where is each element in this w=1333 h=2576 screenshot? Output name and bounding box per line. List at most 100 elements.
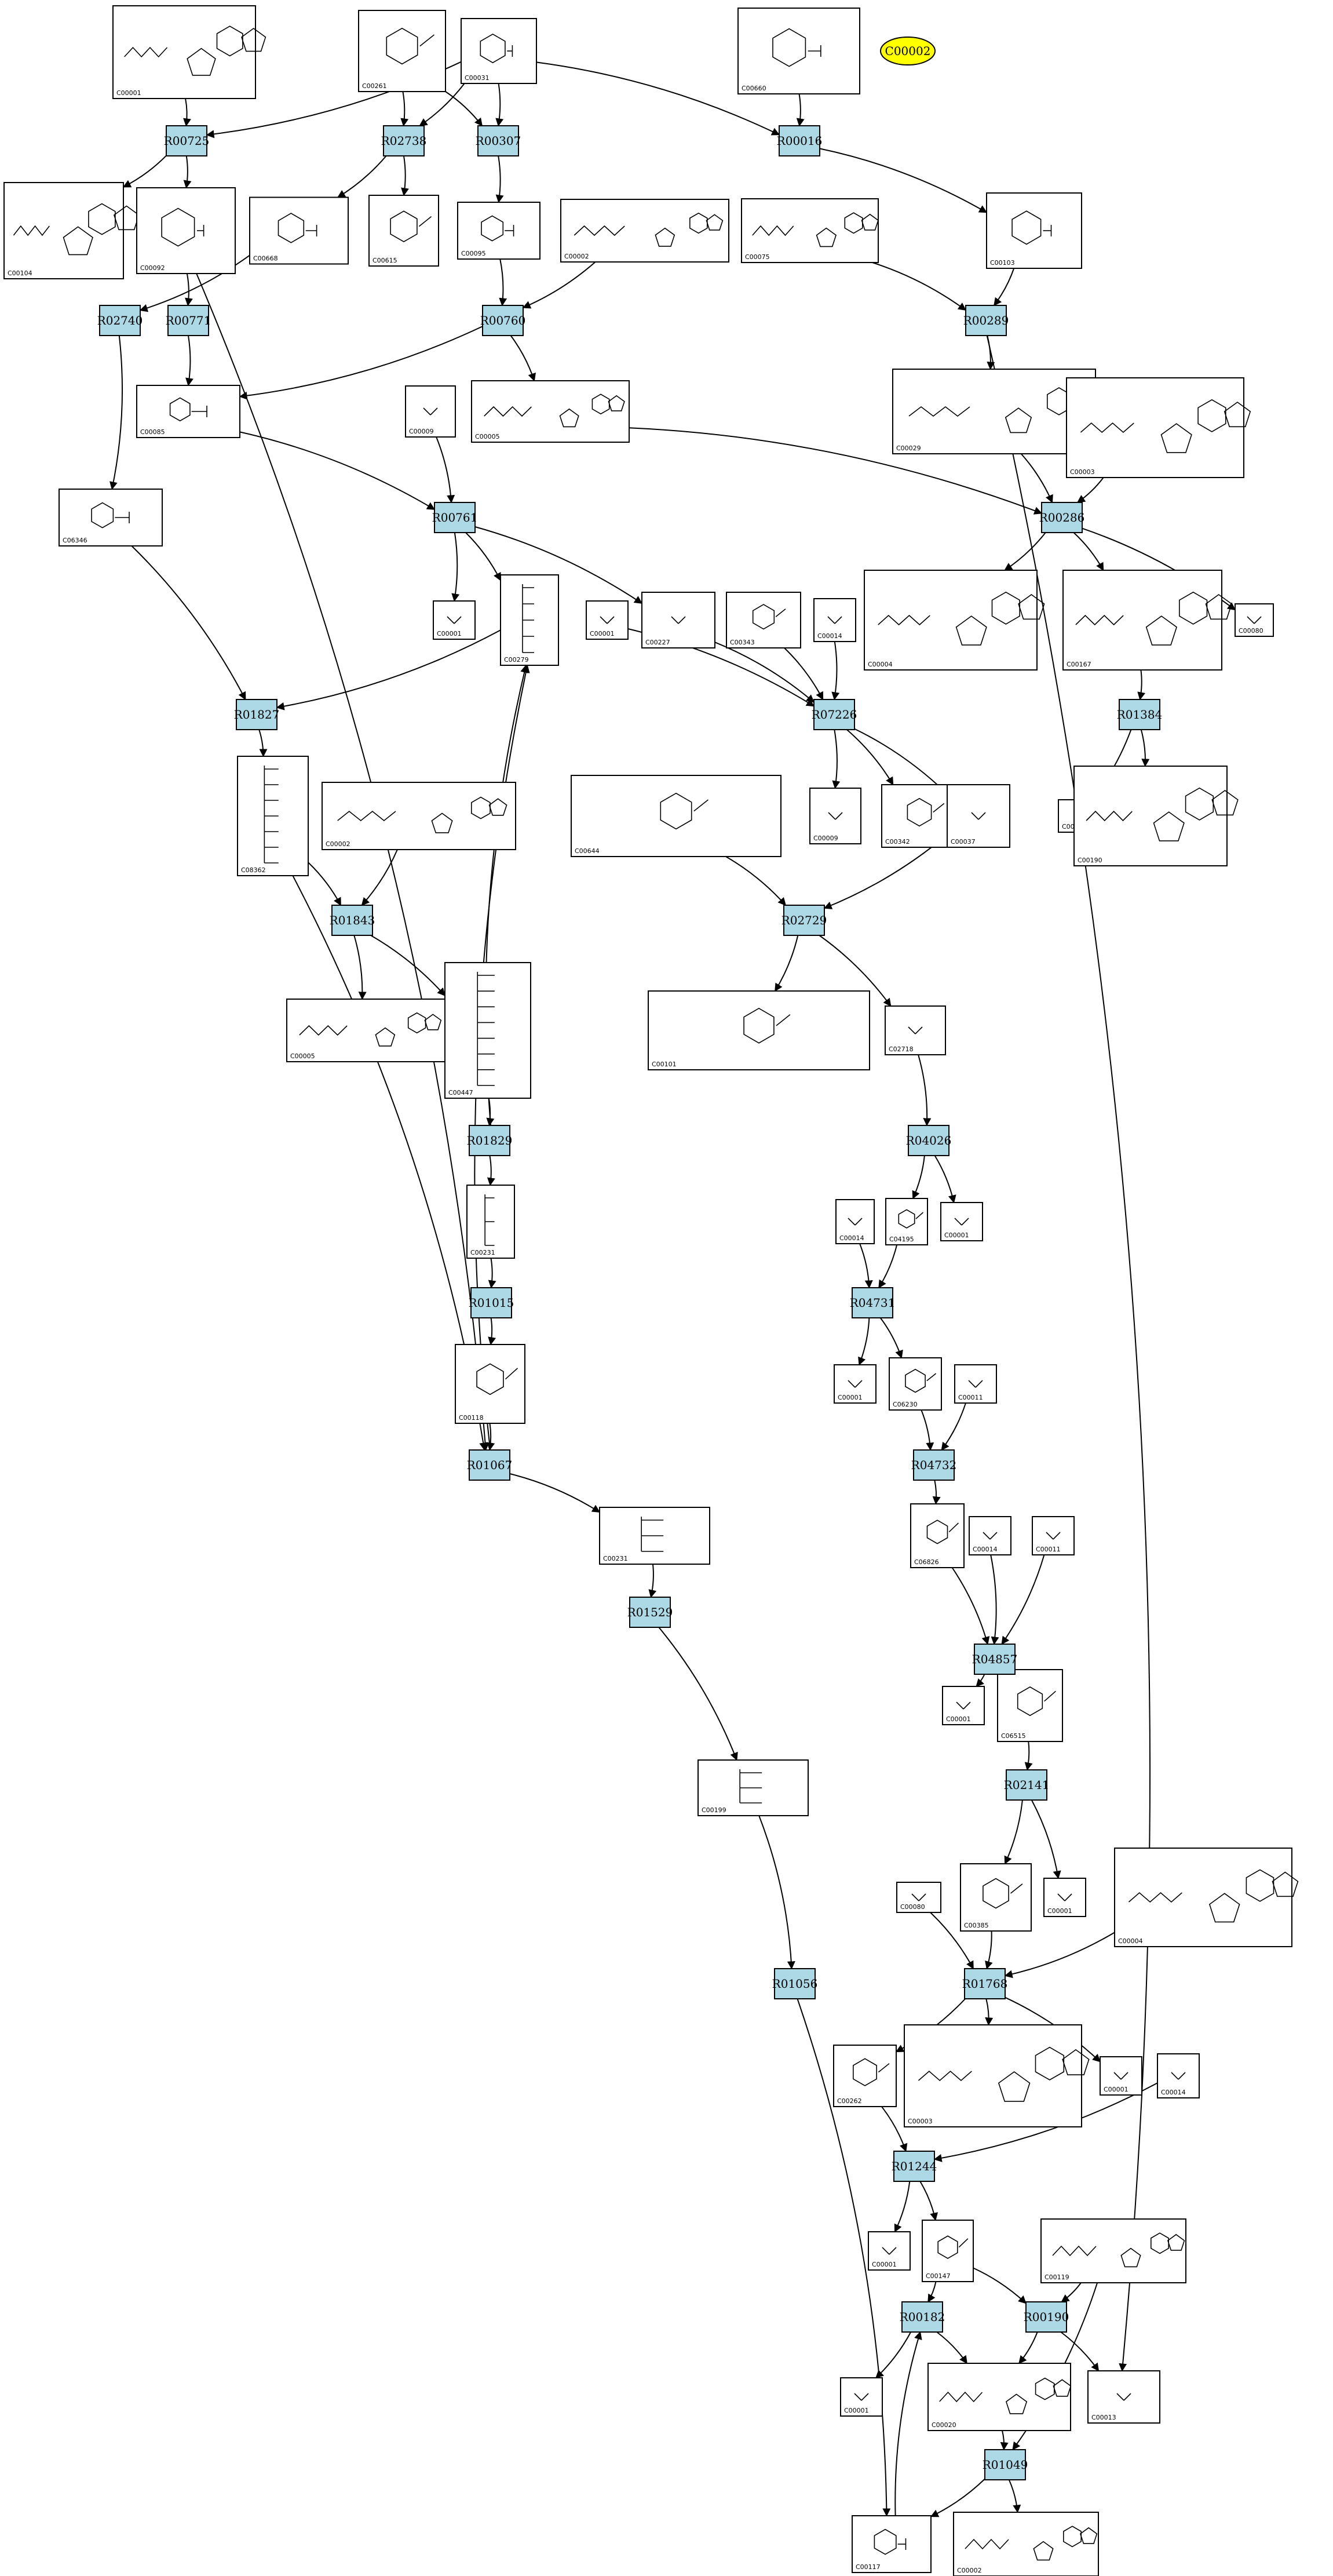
reaction-node[interactable]: R00182 (900, 2301, 945, 2333)
compound-node[interactable]: C00199 (697, 1759, 809, 1816)
compound-node[interactable]: C00003 (904, 2024, 1090, 2127)
reaction-node[interactable]: R02729 (781, 905, 827, 936)
compound-node[interactable]: C00262 (833, 2045, 897, 2107)
reaction-node[interactable]: R04732 (911, 1449, 957, 1481)
compound-node[interactable]: C00009 (809, 788, 861, 844)
compound-node[interactable]: C00080 (1235, 603, 1274, 637)
compound-node[interactable]: C00261 (358, 10, 446, 92)
compound-node[interactable]: C00003 (1066, 377, 1251, 478)
compound-node[interactable]: C00001 (112, 5, 266, 99)
compound-node[interactable]: C00660 (737, 8, 860, 94)
compound-node[interactable]: C00004 (1114, 1848, 1299, 1947)
compound-node[interactable]: C00001 (1043, 1878, 1086, 1917)
compound-node[interactable]: C00104 (3, 182, 140, 279)
compound-node[interactable]: C00279 (500, 574, 559, 666)
reaction-node[interactable]: R07226 (812, 699, 857, 730)
reaction-node[interactable]: R01827 (234, 699, 280, 730)
compound-node[interactable]: C04195 (885, 1198, 928, 1245)
compound-node[interactable]: C00080 (896, 1882, 941, 1913)
reaction-node[interactable]: R01015 (469, 1287, 514, 1318)
compound-node[interactable]: C00014 (835, 1199, 875, 1244)
reaction-node[interactable]: R00771 (166, 305, 211, 336)
reaction-node[interactable]: R00760 (480, 305, 526, 336)
reaction-node[interactable]: R01768 (962, 1968, 1008, 1999)
reaction-node[interactable]: R02141 (1004, 1769, 1050, 1801)
reaction-node[interactable]: R00307 (476, 125, 521, 156)
compound-node[interactable]: C00118 (455, 1344, 525, 1424)
compound-node[interactable]: C00231 (466, 1185, 515, 1259)
reaction-node[interactable]: R00725 (164, 125, 210, 156)
compound-node[interactable]: C00085 (136, 385, 240, 438)
compound-node[interactable]: C00227 (641, 592, 715, 648)
compound-node[interactable]: C00029 (892, 369, 1096, 454)
compound-node[interactable]: C00001 (1100, 2056, 1142, 2096)
compound-node[interactable]: C00009 (405, 385, 456, 438)
compound-node[interactable]: C00002 (560, 199, 729, 263)
compound-node[interactable]: C00103 (986, 192, 1082, 269)
compound-node[interactable]: C00011 (1032, 1516, 1075, 1555)
compound-node[interactable]: C00001 (586, 600, 629, 640)
compound-node[interactable]: C06346 (59, 489, 163, 546)
compound-node[interactable]: C00615 (368, 195, 439, 267)
compound-node[interactable]: C00013 (1087, 2370, 1160, 2424)
reaction-node[interactable]: R01049 (983, 2449, 1028, 2480)
compound-node[interactable]: C00001 (942, 1686, 985, 1725)
compound-node[interactable]: C00014 (1157, 2053, 1200, 2098)
reaction-node[interactable]: R00016 (777, 125, 823, 156)
reaction-node[interactable]: R01843 (330, 905, 375, 936)
compound-node[interactable]: C00014 (969, 1516, 1011, 1555)
compound-node[interactable]: C00447 (444, 962, 531, 1099)
compound-node[interactable]: C00001 (940, 1202, 983, 1241)
compound-node[interactable]: C00385 (960, 1863, 1032, 1932)
compound-node[interactable]: C00011 (954, 1364, 997, 1404)
reaction-node[interactable]: R00190 (1024, 2301, 1069, 2333)
reaction-node[interactable]: R04026 (906, 1125, 952, 1156)
compound-node[interactable]: C00668 (249, 196, 349, 265)
compound-node[interactable]: C06826 (910, 1503, 965, 1568)
compound-node[interactable]: C00092 (136, 187, 236, 274)
reaction-node[interactable]: R02738 (381, 125, 427, 156)
compound-node[interactable]: C00167 (1062, 570, 1232, 671)
compound-node[interactable]: C00001 (834, 1364, 877, 1404)
compound-node[interactable]: C00231 (599, 1507, 710, 1565)
compound-node[interactable]: C00119 (1040, 2218, 1186, 2283)
reaction-node[interactable]: R01067 (467, 1449, 513, 1481)
compound-node[interactable]: C00002 (322, 782, 516, 850)
reaction-node[interactable]: R00286 (1039, 502, 1085, 533)
compound-node[interactable]: C00002 (953, 2512, 1099, 2576)
highlighted-compound[interactable]: C00002 (880, 37, 936, 65)
compound-node[interactable]: C00001 (433, 600, 476, 640)
compound-node[interactable]: C00004 (864, 570, 1045, 671)
compound-node[interactable]: C00005 (286, 999, 446, 1062)
compound-node[interactable]: C08362 (237, 756, 309, 876)
compound-node[interactable]: C00001 (868, 2231, 911, 2271)
reaction-node[interactable]: R01529 (627, 1597, 673, 1628)
compound-node[interactable]: C02718 (885, 1005, 946, 1055)
reaction-node[interactable]: R01056 (772, 1968, 818, 1999)
compound-node[interactable]: C00342 (881, 784, 958, 848)
reaction-node[interactable]: R01384 (1117, 699, 1163, 730)
compound-node[interactable]: C00117 (852, 2515, 932, 2573)
compound-node[interactable]: C06515 (997, 1669, 1063, 1742)
reaction-node[interactable]: R01244 (892, 2151, 937, 2182)
reaction-node[interactable]: R04857 (972, 1644, 1018, 1675)
compound-node[interactable]: C06230 (889, 1357, 942, 1411)
reaction-node[interactable]: R04731 (850, 1287, 896, 1318)
compound-node[interactable]: C00020 (927, 2363, 1072, 2431)
compound-node[interactable]: C00037 (947, 784, 1010, 848)
compound-node[interactable]: C00095 (457, 202, 540, 260)
compound-node[interactable]: C00644 (571, 775, 781, 857)
compound-node[interactable]: C00075 (741, 198, 879, 263)
reaction-node[interactable]: R00289 (963, 305, 1009, 336)
reaction-node[interactable]: R00761 (432, 502, 478, 533)
compound-node[interactable]: C00014 (813, 598, 856, 642)
reaction-node[interactable]: R02740 (97, 305, 143, 336)
reaction-node[interactable]: R01829 (467, 1125, 513, 1156)
compound-node[interactable]: C00101 (648, 990, 870, 1070)
compound-node[interactable]: C00005 (471, 380, 630, 443)
compound-node[interactable]: C00190 (1073, 766, 1239, 866)
compound-node[interactable]: C00001 (840, 2377, 883, 2417)
compound-node[interactable]: C00031 (461, 18, 537, 84)
compound-node[interactable]: C00147 (922, 2220, 974, 2282)
compound-node[interactable]: C00343 (726, 592, 801, 648)
